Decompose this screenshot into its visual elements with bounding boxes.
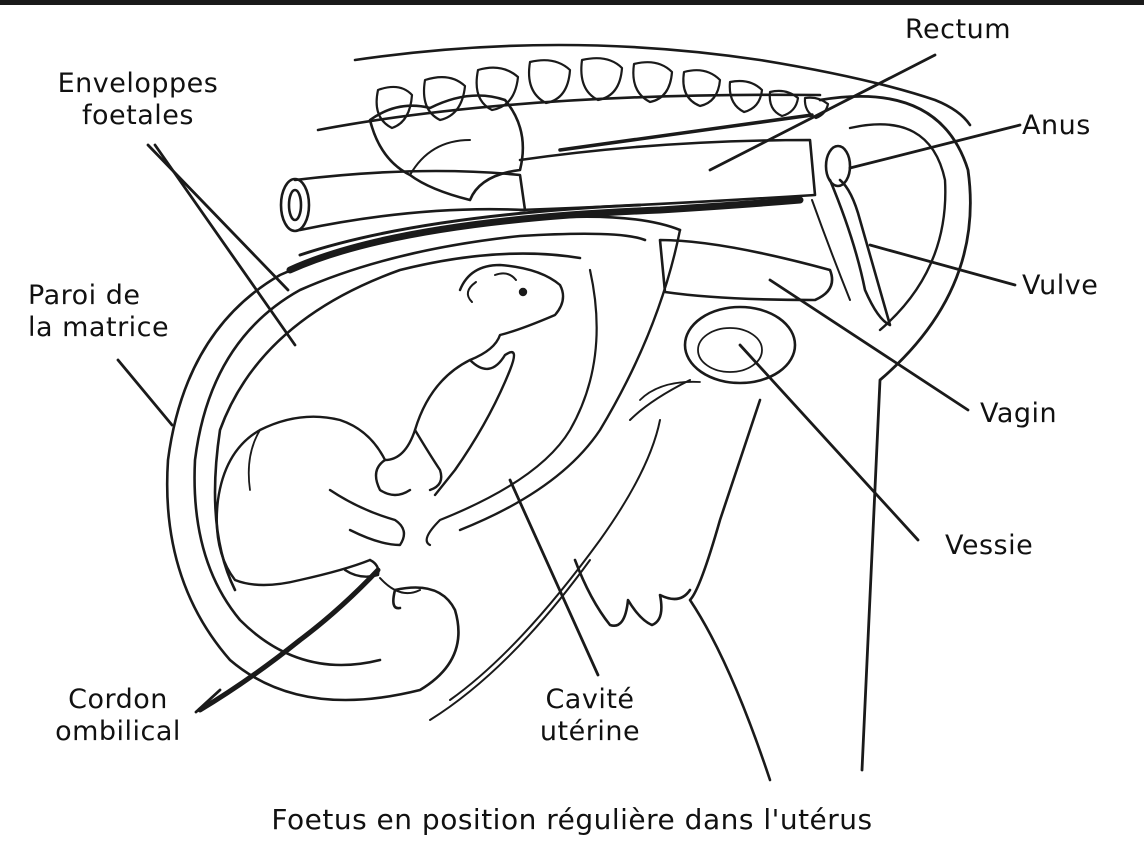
uterus-wall	[167, 217, 680, 700]
leader-vulve	[870, 245, 1015, 285]
label-paroi-line1: Paroi de	[28, 280, 169, 312]
fetal-membrane-inner	[215, 254, 580, 590]
label-cordon-line1: Cordon	[38, 684, 198, 716]
label-cavite-line1: Cavité	[520, 684, 660, 716]
leader-enveloppes-2	[155, 145, 295, 345]
leader-paroi	[118, 360, 172, 425]
label-vessie: Vessie	[945, 530, 1033, 562]
label-anus-text: Anus	[1022, 110, 1091, 142]
tail	[820, 96, 970, 770]
label-vagin: Vagin	[980, 398, 1057, 430]
label-paroi-line2: la matrice	[28, 312, 169, 344]
label-cordon-line2: ombilical	[38, 716, 198, 748]
leader-anus	[850, 125, 1020, 168]
hind-leg	[690, 400, 770, 780]
label-vagin-text: Vagin	[980, 398, 1057, 430]
label-rectum-text: Rectum	[905, 14, 1011, 46]
label-vulve: Vulve	[1022, 270, 1098, 302]
label-rectum: Rectum	[905, 14, 1011, 46]
label-enveloppes-line1: Enveloppes	[38, 68, 238, 100]
udder	[575, 560, 690, 626]
label-paroi-matrice: Paroi de la matrice	[28, 280, 169, 344]
leader-vessie	[740, 345, 918, 540]
label-vulve-text: Vulve	[1022, 270, 1098, 302]
vagina-outline	[660, 240, 832, 300]
label-cordon-ombilical: Cordon ombilical	[38, 684, 198, 748]
label-enveloppes-foetales: Enveloppes foetales	[38, 68, 238, 132]
label-anus: Anus	[1022, 110, 1091, 142]
leader-cavite	[510, 480, 598, 675]
label-vessie-text: Vessie	[945, 530, 1033, 562]
vertebrae	[377, 58, 828, 128]
label-cavite-uterine: Cavité utérine	[520, 684, 660, 748]
umbilical-cord	[200, 570, 378, 710]
label-cavite-line2: utérine	[520, 716, 660, 748]
label-enveloppes-line2: foetales	[38, 100, 238, 132]
figure-caption: Foetus en position régulière dans l'utér…	[0, 803, 1144, 836]
vulva	[830, 180, 890, 325]
